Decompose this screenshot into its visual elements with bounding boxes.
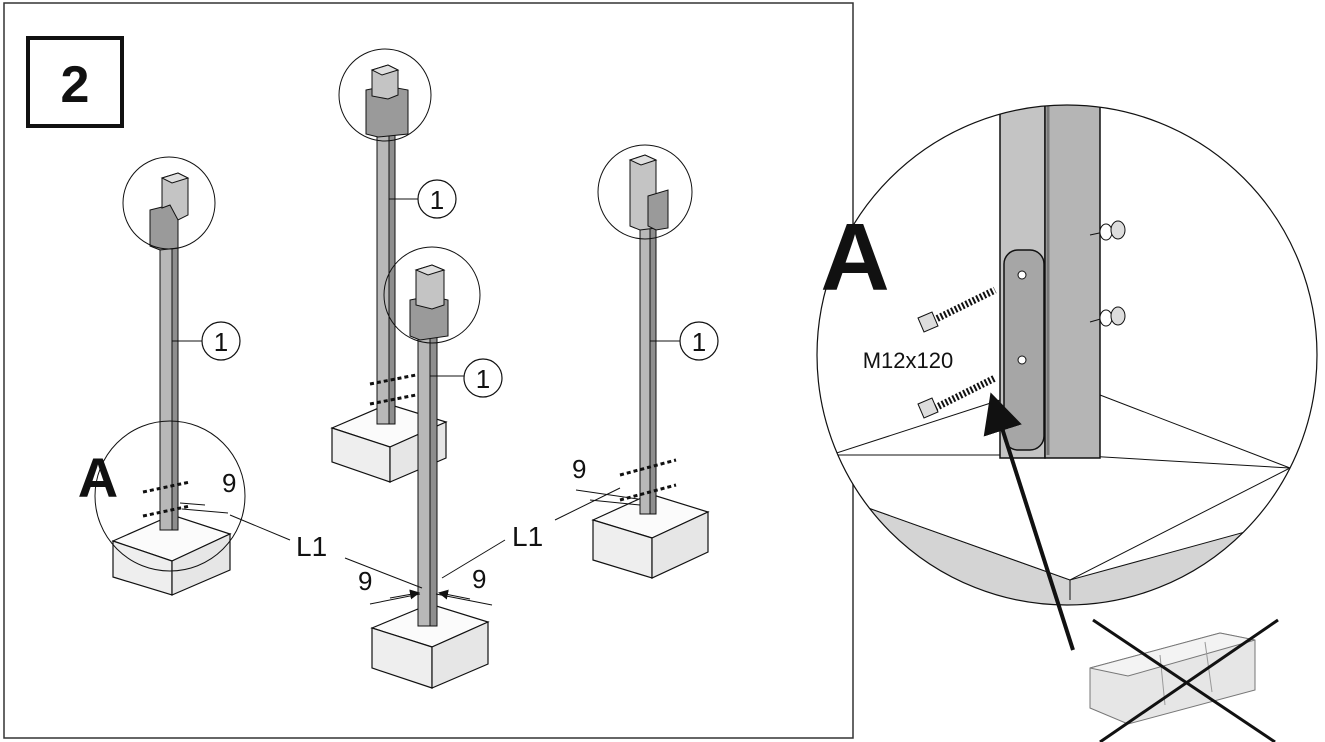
detail-letter-small: A	[78, 446, 118, 509]
detail-letter-large: A	[820, 204, 889, 311]
do-not-icon	[1089, 618, 1279, 742]
dim-label: 9	[358, 566, 372, 596]
part-callout: 1	[430, 185, 444, 215]
part-callout: 1	[214, 327, 228, 357]
step-number: 2	[61, 56, 90, 114]
head-detail-circle	[122, 156, 216, 250]
bolt-lower	[917, 374, 997, 419]
dim-label: 9	[222, 468, 236, 498]
post-right: 1 9	[572, 144, 719, 579]
l1-label-right: L1	[512, 521, 543, 552]
step-box: 2	[26, 36, 124, 128]
l1-label-left: L1	[296, 531, 327, 562]
post-left: 1 A 9	[78, 156, 246, 596]
bolt-spec-label: M12x120	[863, 348, 954, 373]
bolt-upper	[917, 286, 997, 333]
post-front: 1 9 9	[358, 246, 503, 689]
dim-label: 9	[472, 564, 486, 594]
detail-a-big-circle	[816, 104, 1318, 606]
detail-a-circle	[94, 420, 246, 572]
l1-dimensions: L1 L1	[229, 487, 621, 589]
pointer-arrow	[983, 392, 1075, 651]
detail-a-panel: A M12x120	[816, 104, 1318, 606]
nuts	[1089, 220, 1126, 327]
part-callout: 1	[476, 364, 490, 394]
dim-label: 9	[572, 454, 586, 484]
part-callout: 1	[692, 327, 706, 357]
